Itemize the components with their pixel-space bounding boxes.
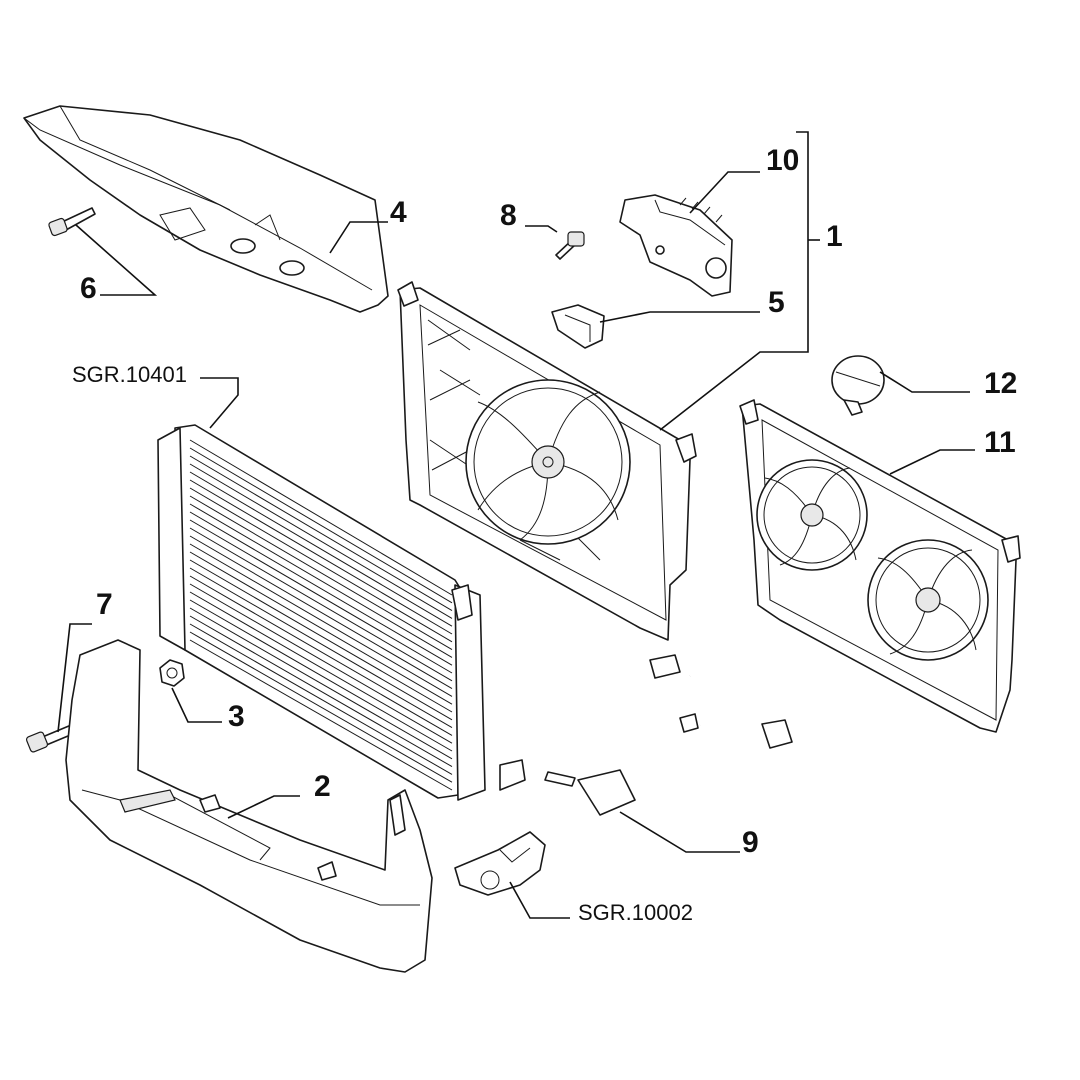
radiator-fin-line [189,551,453,705]
callout-10: 10 [766,144,799,177]
callout-2: 2 [314,770,331,803]
callout-6: 6 [80,272,97,305]
radiator-fin-line [189,623,453,775]
radiator-fin-line [189,463,453,619]
radiator-fin-line [189,599,453,752]
callout-1: 1 [826,220,843,253]
part-2-lower-deflector [65,639,433,973]
callout-3: 3 [228,700,245,733]
radiator-fin-line [189,639,453,791]
radiator-fin-line [189,559,453,713]
callout-labels: 4 6 8 10 5 1 12 11 3 7 2 9 SGR.10401 SGR… [72,144,1017,925]
radiator-fin-line [189,455,453,612]
part-10-control-module [619,194,733,297]
radiator-fin-line [189,495,453,651]
part-6-bolt [48,207,96,237]
radiator-fin-line [189,447,453,604]
part-12-cap [831,355,885,416]
radiator-fin-line [189,519,453,674]
radiator-fin-line [189,487,453,643]
callout-11: 11 [984,426,1016,459]
callout-9: 9 [742,826,759,859]
part-11-twin-fan-shroud [739,399,1021,733]
callout-7: 7 [96,588,113,621]
radiator-fin-line [189,527,453,682]
radiator-fin-line [189,591,453,744]
radiator [157,424,526,801]
part-8-bolt [555,231,585,260]
callout-5: 5 [768,286,785,319]
callout-8: 8 [500,199,517,232]
radiator-fin-line [189,471,453,627]
radiator-fin-line [189,479,453,635]
radiator-fin-line [189,631,453,783]
part-4-upper-cover [23,105,389,313]
radiator-fin-line [189,503,453,658]
radiator-fins [189,439,453,791]
bracket [454,831,546,896]
part-1-single-fan-shroud [397,281,697,641]
callout-4: 4 [390,196,407,229]
radiator-fin-line [189,439,453,596]
radiator-fin-line [189,567,453,721]
part-9-wiring-harness [544,654,793,816]
radiator-fin-line [189,543,453,697]
radiator-fin-line [189,535,453,690]
radiator-fin-line [189,583,453,736]
part-5-connector [551,304,605,349]
ref-bracket: SGR.10002 [578,900,693,925]
leader-lines [57,131,975,919]
radiator-fin-line [189,575,453,729]
radiator-fin-line [189,607,453,760]
radiator-fin-line [189,615,453,768]
radiator-fin-line [189,511,453,666]
callout-12: 12 [984,367,1017,400]
part-3-nut [159,659,185,687]
ref-radiator: SGR.10401 [72,362,187,387]
